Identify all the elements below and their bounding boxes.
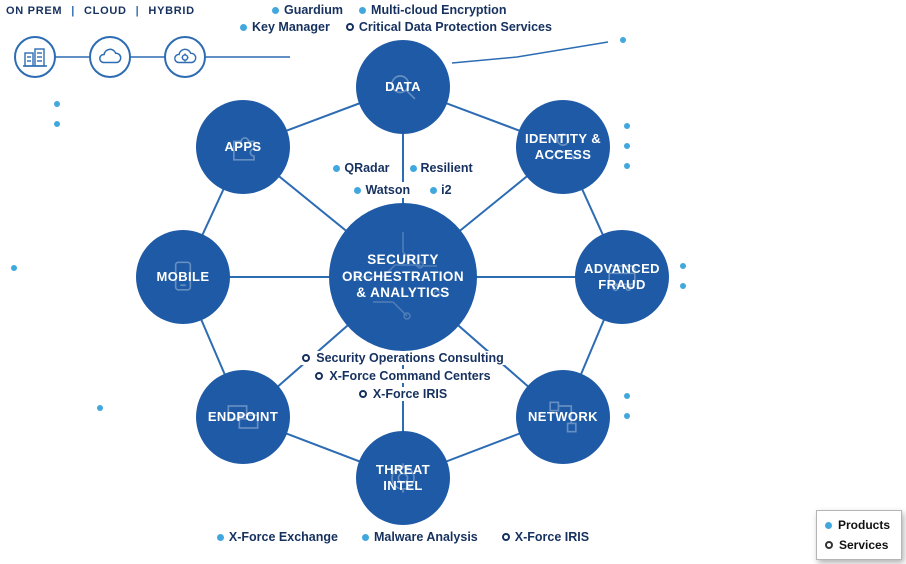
legend-products-row: Products (825, 518, 893, 532)
node-data-label: DATA (385, 79, 421, 95)
hybrid-circle (164, 36, 206, 78)
cloud-circle (89, 36, 131, 78)
cloud-icon (99, 48, 122, 64)
annotation-key-manager: Key Manager (252, 20, 330, 34)
node-endpoint-label: ENDPOINT (207, 409, 279, 425)
puzzle-icon (233, 137, 255, 161)
node-endpoint: ENDPOINT (196, 370, 290, 464)
env-separator: | (71, 5, 76, 17)
product-bullet-icon (361, 533, 369, 541)
env-label-onprem: ON PREM (6, 5, 63, 17)
annotation-guardium: Guardium (284, 3, 344, 17)
node-data: DATA (356, 40, 450, 134)
legend: Products Services (816, 510, 902, 560)
service-item: X-Force IRIS (354, 387, 452, 401)
env-separator: | (135, 5, 140, 17)
node-apps: APPS (196, 100, 290, 194)
hybrid-cloud-icon (174, 48, 197, 64)
product-bullet-icon (825, 521, 832, 529)
hub-label: SECURITY ORCHESTRATION & ANALYTICS (342, 252, 464, 301)
hub-security-orchestration: SECURITY ORCHESTRATION & ANALYTICS (329, 203, 477, 351)
node-apps-label: APPS (224, 139, 262, 155)
chip-i2-label: i2 (441, 183, 452, 197)
node-mobile-label: MOBILE (156, 269, 210, 285)
decor-dots (11, 37, 686, 419)
service-bullet-icon (825, 541, 833, 549)
hub-products-row2: Watson i2 (303, 182, 503, 198)
xforce-exchange-label: X-Force Exchange (228, 530, 338, 544)
xforce-command-centers-label: X-Force Command Centers (329, 369, 491, 383)
chip-resilient-label: Resilient (420, 161, 473, 175)
product-bullet-icon (272, 6, 279, 14)
chip-qradar: QRadar (329, 160, 394, 176)
product-bullet-icon (409, 164, 417, 172)
hub-services-list: Security Operations Consulting X-Force C… (253, 351, 553, 401)
legend-products-label: Products (838, 518, 891, 532)
node-advanced-fraud: ADVANCED FRAUD (575, 230, 669, 324)
env-label-hybrid: HYBRID (148, 5, 195, 17)
malware-analysis-label: Malware Analysis (373, 530, 478, 544)
node-identity-access: IDENTITY & ACCESS (516, 100, 610, 194)
node-mobile: MOBILE (136, 230, 230, 324)
onprem-circle (14, 36, 56, 78)
circuit-icon (354, 232, 441, 320)
vehicle-icon (608, 265, 636, 292)
threat-intel-annotations: X-Force Exchange Malware Analysis X-Forc… (183, 530, 623, 544)
product-bullet-icon (333, 164, 341, 172)
node-threat-intel: THREAT INTEL (356, 431, 450, 525)
product-bullet-icon (216, 533, 224, 541)
network-nodes-icon (549, 401, 577, 433)
building-icon (23, 48, 47, 67)
annotation-critical: Critical Data Protection Services (358, 20, 552, 34)
legend-services-label: Services (839, 538, 889, 552)
chip-resilient: Resilient (405, 160, 477, 176)
node-identity-access-label: IDENTITY & ACCESS (525, 131, 601, 162)
service-bullet-icon (345, 23, 354, 31)
smartphone-icon (174, 261, 192, 291)
chip-watson-label: Watson (365, 183, 411, 197)
node-threat-intel-label: THREAT INTEL (375, 462, 431, 493)
chip-watson: Watson (350, 182, 415, 198)
hub-products-row1: QRadar Resilient (303, 160, 503, 176)
env-label-cloud: CLOUD (84, 5, 127, 17)
monitors-icon (227, 405, 259, 429)
chip-i2: i2 (426, 182, 456, 198)
product-bullet-icon (354, 186, 362, 194)
product-bullet-icon (430, 186, 438, 194)
magnifier-icon (391, 75, 416, 100)
product-bullet-icon (240, 23, 247, 31)
person-icon (551, 133, 575, 160)
xforce-iris-bottom-label: X-Force IRIS (514, 530, 590, 544)
annotation-multicloud: Multi-cloud Encryption (371, 3, 507, 17)
service-item: X-Force Command Centers (311, 369, 495, 383)
product-bullet-icon (359, 6, 367, 14)
node-network-label: NETWORK (528, 409, 598, 425)
xforce-iris-label: X-Force IRIS (372, 387, 448, 401)
node-advanced-fraud-label: ADVANCED FRAUD (584, 261, 660, 292)
environment-bar: ON PREM | CLOUD | HYBRID (6, 5, 195, 17)
service-bullet-icon (315, 372, 324, 380)
node-network: NETWORK (516, 370, 610, 464)
service-bullet-icon (358, 390, 367, 398)
chip-qradar-label: QRadar (344, 161, 390, 175)
service-ops-consulting-label: Security Operations Consulting (316, 351, 504, 365)
data-annotation-line2: Key Manager Critical Data Protection Ser… (240, 20, 552, 34)
legend-services-row: Services (825, 538, 893, 552)
service-item: Security Operations Consulting (298, 351, 508, 365)
service-bullet-icon (302, 354, 311, 362)
data-annotation-line1: Guardium Multi-cloud Encryption (272, 3, 506, 17)
radar-icon (391, 463, 415, 493)
service-bullet-icon (501, 533, 510, 541)
